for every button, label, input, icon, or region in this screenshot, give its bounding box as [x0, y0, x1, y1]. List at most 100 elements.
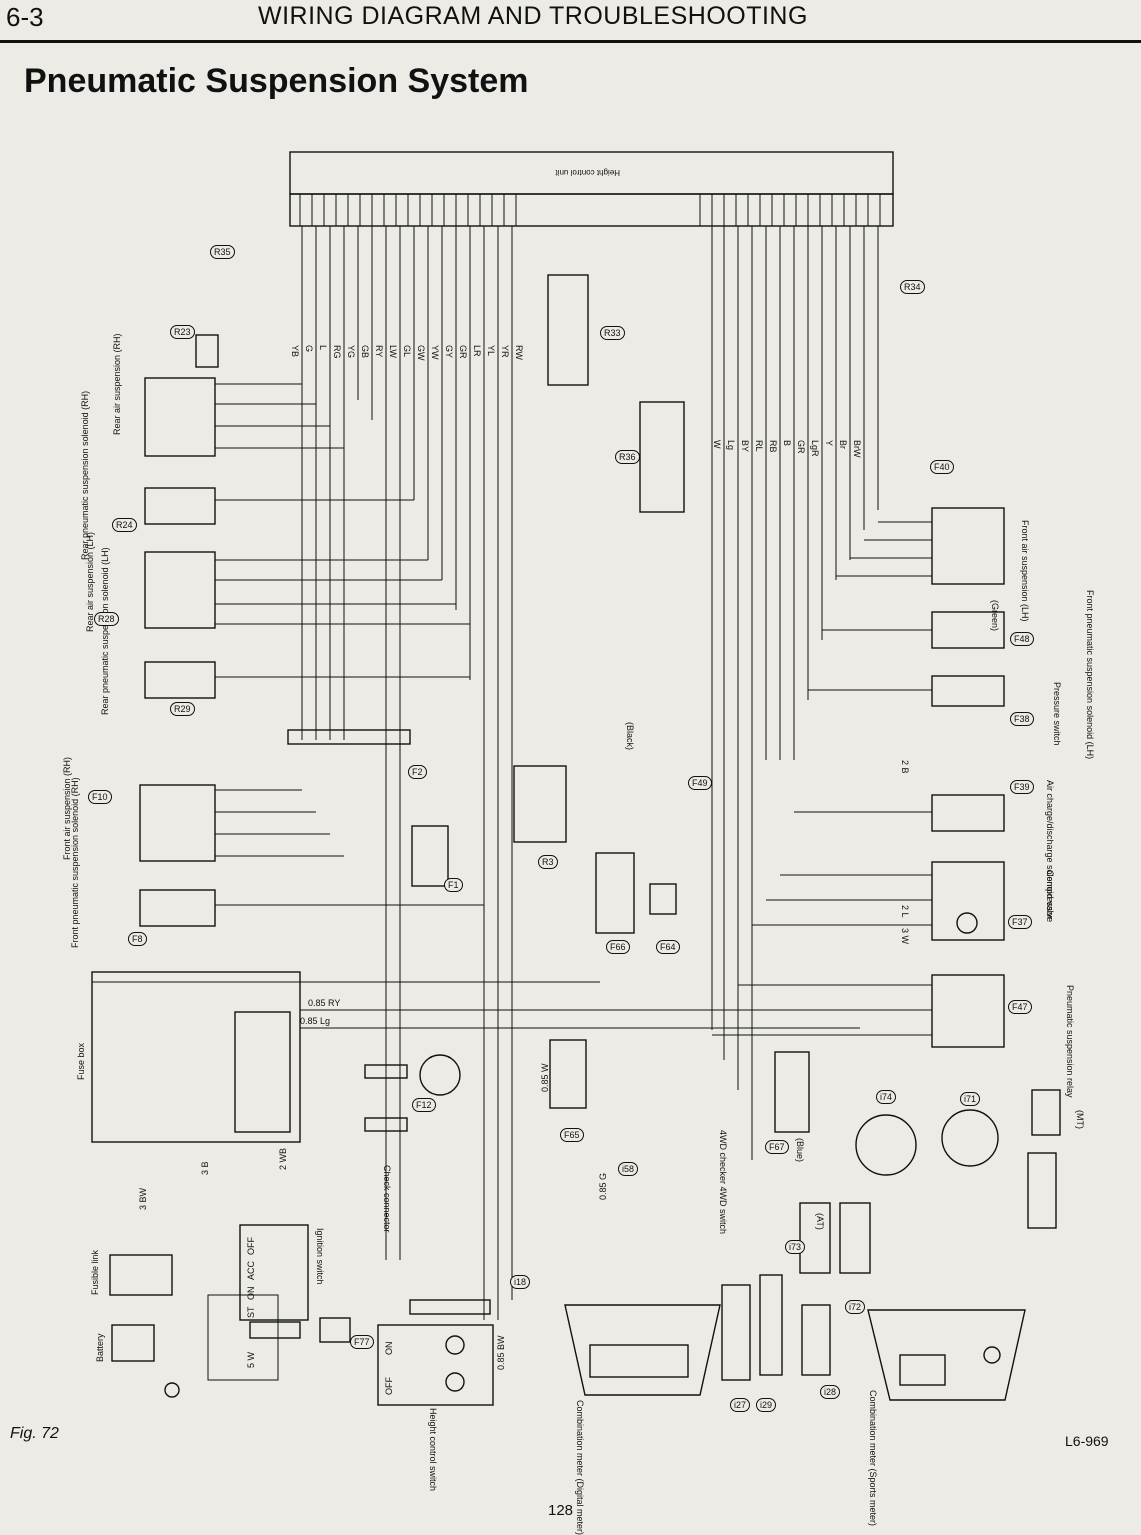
connector-i71: i71 — [960, 1092, 981, 1106]
wire-label: LgR — [810, 440, 820, 457]
wire-label: BY — [740, 440, 750, 453]
misc-label: 0.85 RY — [308, 998, 341, 1008]
wire-label: GL — [402, 345, 412, 358]
wire-label: LW — [388, 345, 398, 358]
wire-label: RL — [754, 440, 764, 452]
connector-f77: F77 — [350, 1335, 374, 1349]
misc-label: 0.85 W — [540, 1063, 550, 1092]
ignition-position: ACC — [246, 1260, 256, 1280]
label-battery: Battery — [95, 1333, 105, 1362]
label-combination-meter-digital: Combination meter (Digital meter) — [575, 1400, 585, 1535]
connector-f1: F1 — [444, 878, 463, 892]
wire-label: LR — [472, 345, 482, 357]
connector-r29: R29 — [170, 702, 195, 716]
connector-i72: i72 — [845, 1300, 866, 1314]
wire-label: YL — [486, 345, 496, 357]
connector-r24: R24 — [112, 518, 137, 532]
misc-label: 0.85 G — [598, 1172, 608, 1200]
wire-label: W — [712, 440, 722, 449]
connector-f64: F64 — [656, 940, 680, 954]
label-front-pneumatic-solenoid-rh: Front pneumatic suspension solenoid (RH) — [70, 777, 80, 948]
wire-label: RB — [768, 440, 778, 453]
misc-label: 3 B — [200, 1161, 210, 1175]
connector-f47: F47 — [1008, 1000, 1032, 1014]
wire-label: YB — [290, 345, 300, 358]
connector-i27: i27 — [730, 1398, 751, 1412]
misc-label: (AT) — [815, 1213, 825, 1230]
wire-label: GR — [796, 440, 806, 454]
section-title: WIRING DIAGRAM AND TROUBLESHOOTING — [258, 2, 808, 30]
page-number: 128 — [548, 1502, 574, 1519]
ignition-position: ON — [246, 1286, 256, 1301]
label-fuse-box: Fuse box — [76, 1042, 86, 1080]
misc-label: (Blue) — [795, 1138, 805, 1163]
wire-label: B — [782, 440, 792, 447]
connector-f38: F38 — [1010, 712, 1034, 726]
connector-i28: i28 — [820, 1385, 841, 1399]
connector-i18: i18 — [510, 1275, 531, 1289]
label-compressor: Compressor — [1045, 870, 1055, 920]
connector-r23: R23 — [170, 325, 195, 339]
header-rule — [0, 40, 1141, 43]
wire-label: YG — [346, 345, 356, 359]
connector-f48: F48 — [1010, 632, 1034, 646]
label-rear-air-suspension-rh: Rear air suspension (RH) — [112, 333, 122, 435]
connector-i73: i73 — [785, 1240, 806, 1254]
connector-i74: i74 — [876, 1090, 897, 1104]
label-fusible-link: Fusible link — [90, 1249, 100, 1295]
section-number: 6-3 — [6, 2, 44, 32]
connector-r36: R36 — [615, 450, 640, 464]
figure-label: Fig. 72 — [10, 1425, 59, 1442]
misc-label: 3 BW — [138, 1187, 148, 1210]
connector-f37: F37 — [1008, 915, 1032, 929]
connector-f10: F10 — [88, 790, 112, 804]
connector-i29: i29 — [756, 1398, 777, 1412]
wire-label: RG — [332, 345, 342, 359]
label-combination-meter-sports: Combination meter (Sports meter) — [868, 1390, 878, 1527]
label-4wd-switch: 4WD checker 4WD switch — [718, 1130, 728, 1235]
label-rear-pneumatic-solenoid-lh: Rear pneumatic suspension solenoid (LH) — [100, 547, 110, 715]
wire-label: RW — [514, 345, 524, 360]
label-suspension-relay: Pneumatic suspension relay — [1065, 985, 1075, 1098]
misc-label: 2 WB — [278, 1147, 288, 1170]
connector-r28: R28 — [94, 612, 119, 626]
misc-label: (MT) — [1075, 1110, 1085, 1129]
connector-f12: F12 — [412, 1098, 436, 1112]
connector-f39: F39 — [1010, 780, 1034, 794]
wire-label: Lg — [726, 440, 736, 451]
svg-text:Height control unit: Height control unit — [555, 168, 620, 177]
connector-f8: F8 — [128, 932, 147, 946]
label-front-pneumatic-solenoid-lh: Front pneumatic suspension solenoid (LH) — [1085, 590, 1095, 760]
label-height-control-switch: Height control switch — [428, 1408, 438, 1492]
wire-label: RY — [374, 345, 384, 358]
misc-label: 0.85 BW — [496, 1335, 506, 1370]
wire-label: GB — [360, 345, 370, 359]
label-front-air-suspension-lh: Front air suspension (LH) — [1020, 520, 1030, 622]
misc-label: 0.85 Lg — [300, 1016, 331, 1026]
wire-label: GR — [458, 345, 468, 359]
label-ignition-switch: Ignition switch — [315, 1228, 325, 1285]
page-title: Pneumatic Suspension System — [24, 62, 529, 100]
misc-label: (Green) — [990, 600, 1000, 632]
wiring-diagram: Height control unit — [91, 151, 1061, 1406]
wire-label: GY — [444, 345, 454, 359]
wire-label: Br — [838, 440, 848, 449]
connector-f67: F67 — [765, 1140, 789, 1154]
connector-f40: F40 — [930, 460, 954, 474]
ignition-position: OFF — [246, 1237, 256, 1255]
label-pressure-switch: Pressure switch — [1052, 682, 1062, 746]
height-control-unit-pins — [289, 193, 894, 227]
misc-label: 2 L — [900, 905, 910, 918]
wire-label: YR — [500, 345, 510, 358]
wire-label: GW — [416, 345, 426, 361]
connector-f2: F2 — [408, 765, 427, 779]
wire-label: G — [304, 345, 314, 353]
connector-r34: R34 — [900, 280, 925, 294]
connector-f66: F66 — [606, 940, 630, 954]
wire-label: Y — [824, 440, 834, 447]
connector-r33: R33 — [600, 326, 625, 340]
misc-label: (Black) — [625, 722, 635, 751]
connector-f65: F65 — [560, 1128, 584, 1142]
misc-label: 5 W — [246, 1351, 256, 1368]
connector-i58: i58 — [618, 1162, 639, 1176]
